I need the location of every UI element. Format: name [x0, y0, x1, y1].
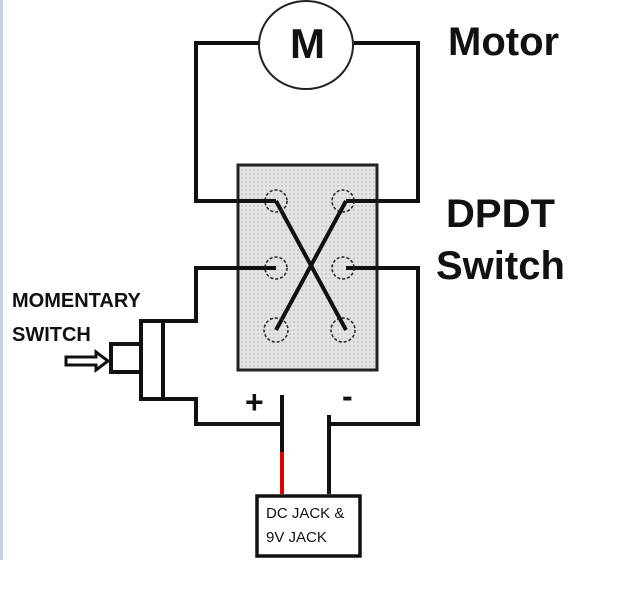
jack-label-line1: DC JACK &: [266, 505, 345, 522]
motor-symbol: M: [290, 20, 325, 67]
left-edge-strip: [0, 0, 3, 560]
momentary-label-line2: SWITCH: [12, 324, 91, 346]
cross-link-2: [274, 200, 348, 331]
momentary-label-line1: MOMENTARY: [12, 290, 141, 312]
motor-label: Motor: [448, 20, 560, 64]
dpdt-label-line1: DPDT: [446, 192, 555, 236]
jack-label-line2: 9V JACK: [266, 529, 327, 546]
bottom-wire: [163, 397, 282, 426]
motor-circle: [258, 0, 354, 90]
minus-sign: -: [342, 378, 353, 414]
dpdt-label-line2: Switch: [436, 244, 565, 288]
plus-sign: +: [245, 384, 264, 420]
motor-left-wire: [194, 41, 276, 203]
momentary-switch-symbol: [109, 319, 165, 401]
middle-right-wire: [330, 266, 420, 426]
motor-right-wire: [346, 41, 420, 203]
jack-box: [255, 494, 362, 558]
dpdt-terminals: [263, 189, 356, 343]
middle-left-wire: [163, 266, 276, 323]
arrow-icon: [64, 349, 111, 373]
